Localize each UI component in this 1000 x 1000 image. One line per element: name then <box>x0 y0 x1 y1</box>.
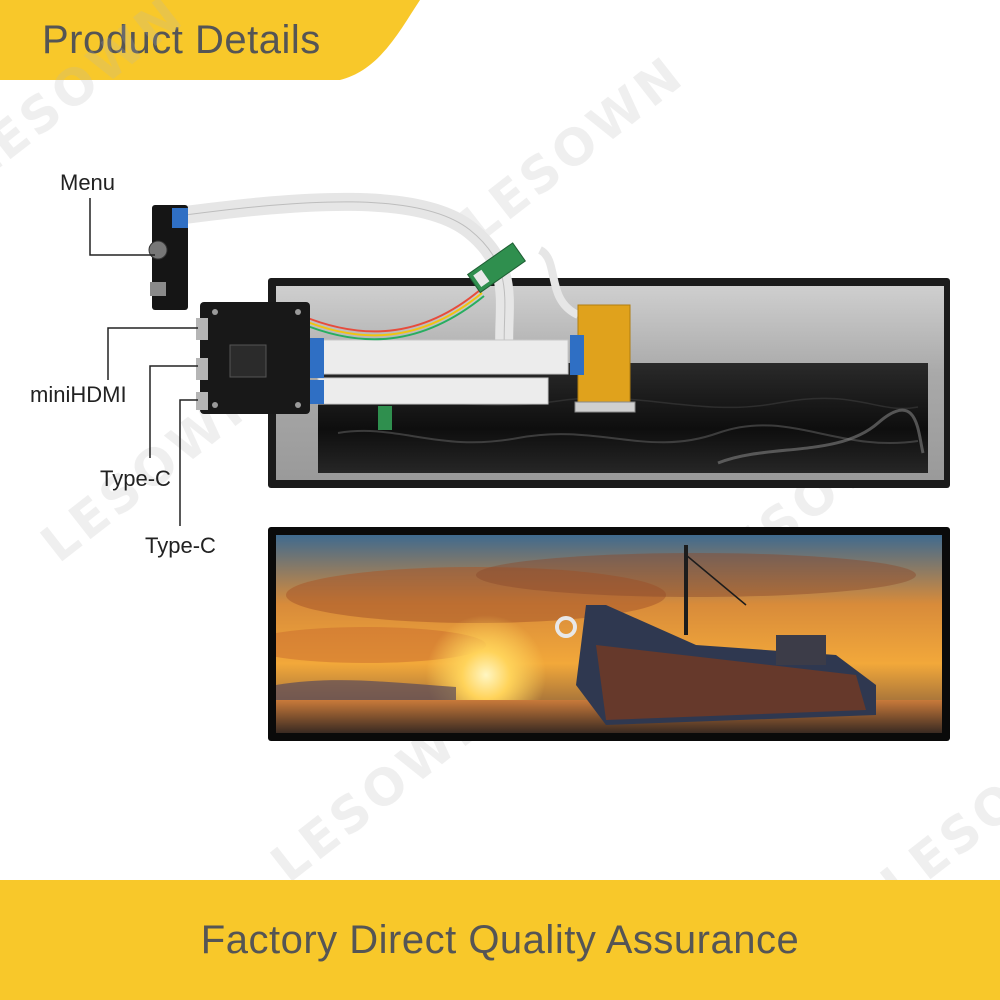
page-title: Product Details <box>42 18 321 62</box>
sunset-ship-image <box>276 535 942 733</box>
header-banner: Product Details <box>0 0 420 80</box>
callout-type-c-1: Type-C <box>100 466 171 491</box>
display-image <box>276 535 942 733</box>
footer-slogan: Factory Direct Quality Assurance <box>200 918 800 962</box>
callout-mini-hdmi: miniHDMI <box>30 382 127 407</box>
callout-menu: Menu <box>60 170 116 195</box>
callout-type-c-2: Type-C <box>145 533 216 558</box>
footer-banner: Factory Direct Quality Assurance <box>0 880 1000 1000</box>
display-screen <box>268 527 950 741</box>
header-banner-shape <box>0 0 420 80</box>
